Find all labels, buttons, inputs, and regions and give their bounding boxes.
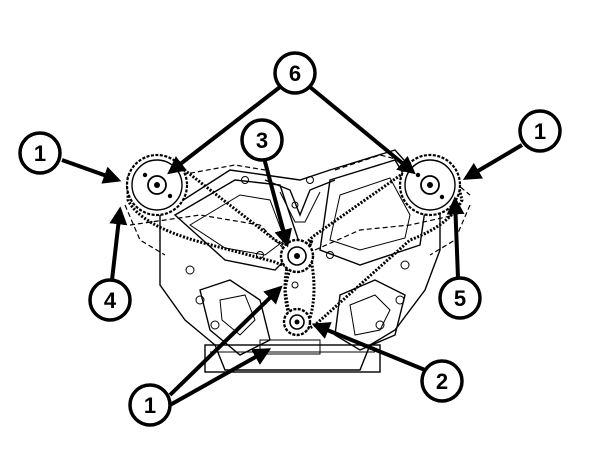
callout-1-right: 1 (518, 109, 562, 153)
leader-1-bottom-upper (168, 285, 283, 397)
callout-1-left: 1 (18, 131, 62, 175)
callout-5-label: 5 (454, 286, 466, 311)
leader-lines (61, 85, 524, 407)
callout-6: 6 (273, 51, 317, 95)
leader-5 (446, 196, 465, 279)
callout-1-left-label: 1 (34, 141, 46, 166)
callout-3-label: 3 (256, 128, 268, 153)
crankshaft-sprocket (282, 307, 312, 337)
right-camshaft-sprocket (398, 153, 462, 217)
leader-3 (262, 157, 292, 248)
callout-3: 3 (240, 118, 284, 162)
callout-2-label: 2 (436, 369, 448, 394)
callout-2: 2 (420, 359, 464, 403)
leader-1-left (61, 158, 122, 184)
idler-sprocket (279, 238, 315, 274)
leader-6-left (167, 85, 282, 175)
callout-6-label: 6 (289, 61, 301, 86)
callout-4: 4 (88, 278, 132, 322)
callout-1-right-label: 1 (534, 119, 546, 144)
callout-5: 5 (438, 276, 482, 320)
leader-4 (109, 206, 128, 281)
leader-1-right (462, 143, 524, 180)
leader-2 (311, 322, 426, 372)
callout-1-bottom: 1 (128, 383, 172, 427)
callout-4-label: 4 (104, 288, 117, 313)
leader-1-bottom-lower (169, 348, 272, 407)
callout-1-bottom-label: 1 (144, 393, 156, 418)
leader-6-right (308, 85, 416, 175)
